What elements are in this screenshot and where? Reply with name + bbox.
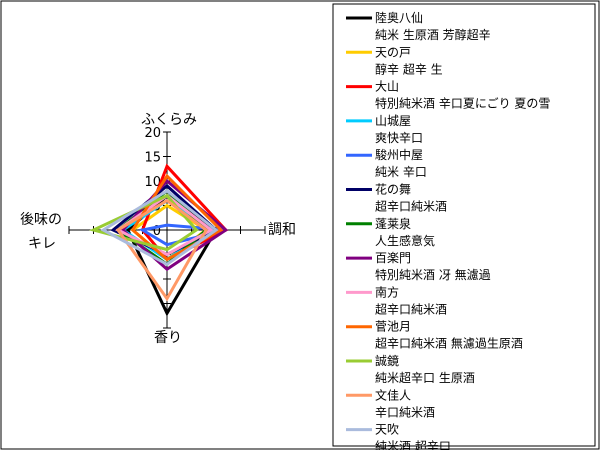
legend-label-8: 南方: [375, 284, 399, 299]
legend-label-9: 菅池月: [375, 320, 411, 334]
legend-sublabel-4: 純米 辛口: [375, 165, 427, 179]
legend-label-6: 蓬莱泉: [375, 217, 411, 231]
series-polygon-10: [89, 193, 199, 252]
legend-box: [332, 3, 596, 447]
legend-sublabel-1: 醇辛 超辛 生: [375, 61, 443, 76]
axis-label-bottom: 香り: [154, 330, 182, 346]
legend-sublabel-11: 辛口純米酒: [375, 405, 435, 419]
legend-label-4: 駿州中屋: [375, 147, 423, 162]
tick-label: 0: [153, 224, 161, 239]
legend-sublabel-7: 特別純米酒 冴 無濾過: [375, 267, 491, 282]
axis-label-left-line2: キレ: [28, 236, 56, 252]
legend-label-5: 花の舞: [375, 182, 411, 197]
legend-label-10: 誠鏡: [375, 353, 399, 368]
axis-label-left-line1: 後味の: [20, 212, 62, 228]
legend-label-0: 陸奥八仙: [375, 11, 423, 25]
legend-sublabel-5: 超辛口純米酒: [375, 199, 447, 214]
radar-series: [89, 163, 229, 317]
legend-sublabel-2: 特別純米酒 辛口夏にごり 夏の雪: [375, 96, 550, 111]
legend-label-11: 文佳人: [375, 387, 411, 402]
legend-sublabel-9: 超辛口純米酒 無濾過生原酒: [375, 336, 523, 351]
legend-label-3: 山城屋: [375, 114, 411, 128]
legend-sublabel-6: 人生感意気: [375, 233, 435, 248]
legend-sublabel-0: 純米 生原酒 芳醇超辛: [375, 27, 491, 42]
series-polygon-12: [100, 188, 219, 267]
axis-label-right: 調和: [268, 222, 296, 238]
legend-label-12: 天吹: [375, 423, 399, 437]
legend-label-1: 天の戸: [375, 45, 411, 59]
series-polygon-9: [130, 173, 224, 262]
legend-label-7: 百楽門: [375, 251, 411, 265]
series-polygon-11: [115, 198, 209, 302]
tick-label: 15: [144, 151, 161, 166]
legend-label-2: 大山: [375, 80, 399, 94]
legend-sublabel-3: 爽快辛口: [375, 131, 423, 145]
legend-sublabel-8: 超辛口純米酒: [375, 301, 447, 316]
legend-sublabel-12: 純米酒 超辛口: [375, 439, 451, 450]
legend-sublabel-10: 純米超辛口 生原酒: [375, 370, 475, 385]
tick-label: 20: [144, 126, 161, 141]
axis-label-top: ふくらみ: [141, 112, 197, 128]
tick-label: 10: [144, 175, 161, 190]
